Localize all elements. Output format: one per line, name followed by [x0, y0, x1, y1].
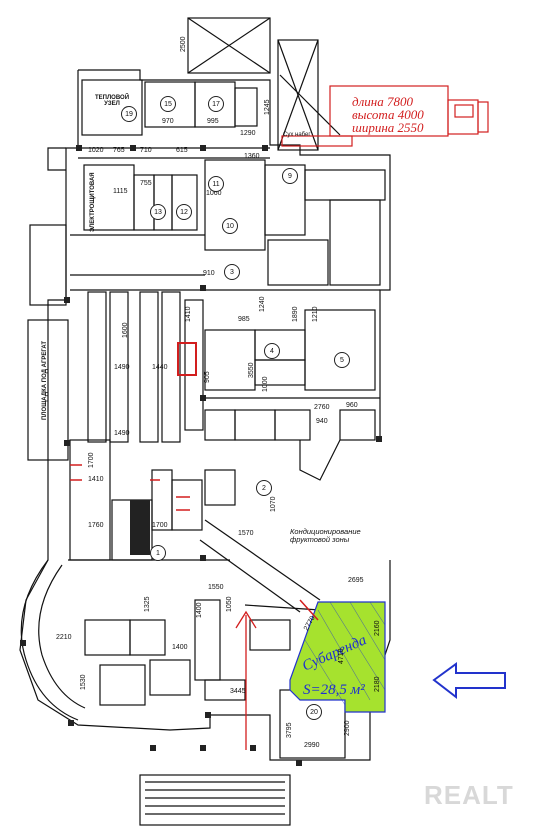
dim-905: 905 [204, 371, 211, 383]
dim-1020: 1020 [88, 147, 104, 154]
dim-1700-b: 1700 [152, 522, 168, 529]
entry-arrow [235, 610, 257, 750]
room-20: 20 [306, 704, 322, 720]
dim-1570: 1570 [238, 530, 254, 537]
room-12: 12 [176, 204, 192, 220]
dim-1050: 1050 [226, 596, 233, 612]
dim-710: 710 [140, 147, 152, 154]
dim-2900: 2900 [344, 720, 351, 736]
dim-2990: 2990 [304, 742, 320, 749]
dim-1760: 1760 [88, 522, 104, 529]
dim-1060: 1060 [206, 190, 222, 197]
heat-node-label: ТЕПЛОВОЙ УЗЕЛ [94, 95, 130, 107]
dim-2500: 2500 [180, 36, 187, 52]
fruit-zone-label: Кондиционирование фруктовой зоны [290, 527, 361, 544]
room-9: 9 [282, 168, 298, 184]
dim-1490-a: 1490 [114, 364, 130, 371]
truck-length: длина 7800 [352, 94, 413, 109]
dim-1440: 1440 [152, 364, 168, 371]
dim-1290: 1290 [240, 130, 256, 137]
room-10: 10 [222, 218, 238, 234]
dim-3550: 3550 [248, 362, 255, 378]
room-19: 19 [121, 106, 137, 122]
dim-2180: 2180 [374, 676, 381, 692]
dim-2160: 2160 [374, 620, 381, 636]
dim-1400-a: 1400 [196, 602, 203, 618]
dim-1070: 1070 [270, 496, 277, 512]
dim-985: 985 [238, 316, 250, 323]
room-3: 3 [224, 264, 240, 280]
dim-3795: 3795 [286, 722, 293, 738]
dim-2760: 2760 [314, 404, 330, 411]
watermark-logo: REALT [424, 780, 514, 810]
unit-platform-label: ПЛОЩАДКА ПОД АГРЕГАТ [42, 340, 48, 420]
room-2: 2 [256, 480, 272, 496]
dim-1700-a: 1700 [88, 452, 95, 468]
dim-1325: 1325 [144, 596, 151, 612]
room-1: 1 [150, 545, 166, 561]
dim-755: 755 [140, 180, 152, 187]
dim-1400-b: 1400 [172, 644, 188, 651]
dim-970: 970 [162, 118, 174, 125]
dim-1890: 1890 [292, 306, 299, 322]
dim-1115: 1115 [113, 188, 128, 195]
room-4: 4 [264, 343, 280, 359]
room-17: 17 [208, 96, 224, 112]
sublease-area-label: S=28,5 м² [303, 682, 365, 698]
dim-2695: 2695 [348, 577, 364, 584]
dim-940: 940 [316, 418, 328, 425]
dim-1210: 1210 [312, 306, 319, 322]
dim-960: 960 [346, 402, 358, 409]
room-15: 15 [160, 96, 176, 112]
dim-1410-b: 1410 [88, 476, 104, 483]
pointer-arrow-icon [432, 662, 506, 700]
truck-width: ширина 2550 [352, 120, 424, 135]
dim-4710: 4710 [338, 648, 345, 664]
dim-1410: 1410 [185, 306, 192, 322]
dim-1000: 1000 [262, 376, 269, 392]
dim-1245: 1245 [264, 99, 271, 115]
electrical-label: ЭЛЕКТРОЩИТОВАЯ [90, 172, 96, 232]
top-wall [78, 69, 391, 440]
dim-1240: 1240 [259, 296, 266, 312]
dim-995: 995 [207, 118, 219, 125]
truck-drawing [281, 85, 489, 147]
dry-dock-label: Сух набег [283, 132, 311, 138]
dim-3445: 3445 [230, 688, 246, 695]
dim-1490-b: 1490 [114, 430, 130, 437]
truck-height: высота 4000 [352, 107, 424, 122]
room-13: 13 [150, 204, 166, 220]
room-11: 11 [208, 176, 224, 192]
dim-1550: 1550 [208, 584, 224, 591]
dim-910: 910 [203, 270, 215, 277]
dim-2210: 2210 [56, 634, 72, 641]
dim-1360: 1360 [244, 153, 260, 160]
dim-765: 765 [113, 147, 125, 154]
room-5: 5 [334, 352, 350, 368]
dim-615: 615 [176, 147, 188, 154]
dim-1530: 1530 [80, 674, 87, 690]
dim-1600: 1600 [122, 322, 129, 338]
